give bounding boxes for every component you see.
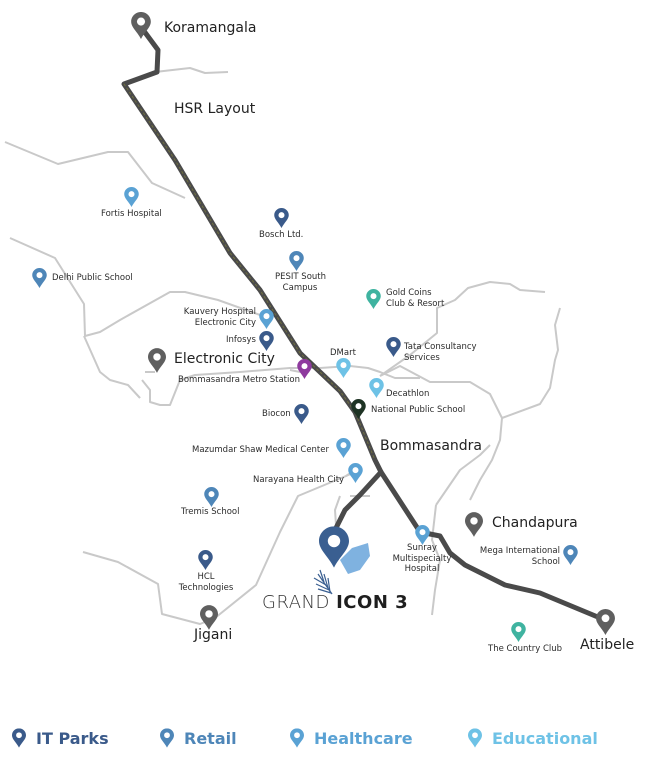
pin-gold-coins[interactable] [366, 289, 381, 309]
label-country-club: The Country Club [488, 644, 563, 654]
map-pin-icon [12, 728, 26, 748]
area-label-bommasandra: Bommasandra [380, 438, 482, 454]
pin-pesit[interactable] [289, 251, 304, 271]
legend-item-it-parks[interactable]: IT Parks [12, 728, 109, 748]
label-biocon: Biocon [262, 409, 291, 419]
label-kauvery: Kauvery Hospital Electronic City [170, 307, 256, 329]
map-pin-icon [468, 728, 482, 748]
pin-infosys[interactable] [259, 331, 274, 351]
label-narayana: Narayana Health City [253, 475, 345, 485]
map-canvas [4, 12, 615, 642]
legend-label: Educational [492, 728, 598, 748]
roads [4, 67, 561, 625]
label-hcl-line2: Technologies [178, 583, 234, 593]
area-label-jigani: Jigani [194, 627, 233, 643]
legend-label: Retail [184, 728, 237, 748]
label-mega-line2: School [531, 557, 560, 567]
label-tcs: Tata Consultancy Services [404, 342, 477, 364]
label-gold-coins: Gold Coins Club & Resort [386, 288, 444, 310]
label-metro-station: Bommasandra Metro Station [178, 375, 300, 385]
label-pesit: PESIT South Campus [275, 272, 326, 294]
pin-fortis-hospital[interactable] [124, 187, 139, 207]
pin-bosch[interactable] [274, 208, 289, 228]
area-label-koramangala: Koramangala [164, 20, 257, 36]
palm-leaf-icon [313, 569, 333, 595]
label-hcl: HCL Technologies [176, 572, 236, 594]
pin-narayana[interactable] [348, 463, 363, 483]
pin-kauvery[interactable] [259, 309, 274, 329]
label-tcs-line2: Services [404, 353, 440, 363]
legend-item-educational[interactable]: Educational [468, 728, 598, 748]
project-brand-logo: GRAND ICON 3 [262, 592, 408, 613]
project-plot [340, 543, 370, 574]
label-sunray-line1: Sunray [407, 543, 437, 553]
pin-decathlon[interactable] [369, 378, 384, 398]
label-mazumdar: Mazumdar Shaw Medical Center [192, 445, 329, 455]
brand-icon3: ICON 3 [336, 592, 409, 613]
label-decathlon: Decathlon [386, 389, 430, 399]
legend-item-retail[interactable]: Retail [160, 728, 237, 748]
map-legend: IT Parks Retail Healthcare Educational [0, 720, 660, 760]
pin-biocon[interactable] [294, 404, 309, 424]
label-national-public-school: National Public School [371, 405, 466, 415]
label-kauvery-line1: Kauvery Hospital [183, 307, 256, 317]
label-sunray-line2: Multispecialty [392, 553, 452, 564]
label-dmart: DMart [330, 348, 356, 358]
pin-delhi-public-school[interactable] [32, 268, 47, 288]
area-label-hsr-layout: HSR Layout [174, 101, 256, 117]
label-pesit-line2: Campus [282, 283, 318, 293]
pin-country-club[interactable] [511, 622, 526, 642]
label-gold-coins-line2: Club & Resort [386, 299, 445, 309]
label-delhi-public-school: Delhi Public School [52, 273, 133, 283]
pin-tcs[interactable] [386, 337, 401, 357]
pin-sunray[interactable] [415, 525, 430, 545]
area-label-attibele: Attibele [580, 637, 635, 653]
label-mega-international: Mega International School [472, 546, 560, 568]
legend-label: Healthcare [314, 728, 413, 748]
label-kauvery-line2: Electronic City [194, 318, 256, 328]
label-gold-coins-line1: Gold Coins [386, 288, 432, 298]
pin-mega-international[interactable] [563, 545, 578, 565]
pin-mazumdar[interactable] [336, 438, 351, 458]
area-label-chandapura: Chandapura [492, 515, 578, 531]
pin-hcl[interactable] [198, 550, 213, 570]
area-pin-attibele[interactable] [596, 609, 615, 635]
label-fortis-hospital: Fortis Hospital [101, 209, 162, 219]
brand-grand: GRAND [262, 592, 330, 613]
label-bosch: Bosch Ltd. [259, 230, 304, 240]
pin-tremis[interactable] [204, 487, 219, 507]
label-pesit-line1: PESIT South [275, 272, 326, 282]
label-sunray: Sunray Multispecialty Hospital [392, 543, 452, 575]
legend-label: IT Parks [36, 728, 109, 748]
label-infosys: Infosys [226, 335, 256, 345]
area-pin-chandapura[interactable] [465, 512, 483, 537]
area-pin-electronic-city[interactable] [148, 348, 166, 373]
pin-national-public-school[interactable] [351, 399, 366, 419]
legend-item-healthcare[interactable]: Healthcare [290, 728, 413, 748]
pin-dmart[interactable] [336, 358, 351, 378]
map-pin-icon [290, 728, 304, 748]
map-pin-icon [160, 728, 174, 748]
area-label-electronic-city: Electronic City [174, 351, 275, 367]
label-hcl-line1: HCL [197, 572, 215, 582]
label-tremis: Tremis School [181, 507, 240, 517]
label-sunray-line3: Hospital [404, 564, 440, 574]
label-mega-line1: Mega International [479, 546, 560, 556]
label-tcs-line1: Tata Consultancy [404, 342, 477, 352]
